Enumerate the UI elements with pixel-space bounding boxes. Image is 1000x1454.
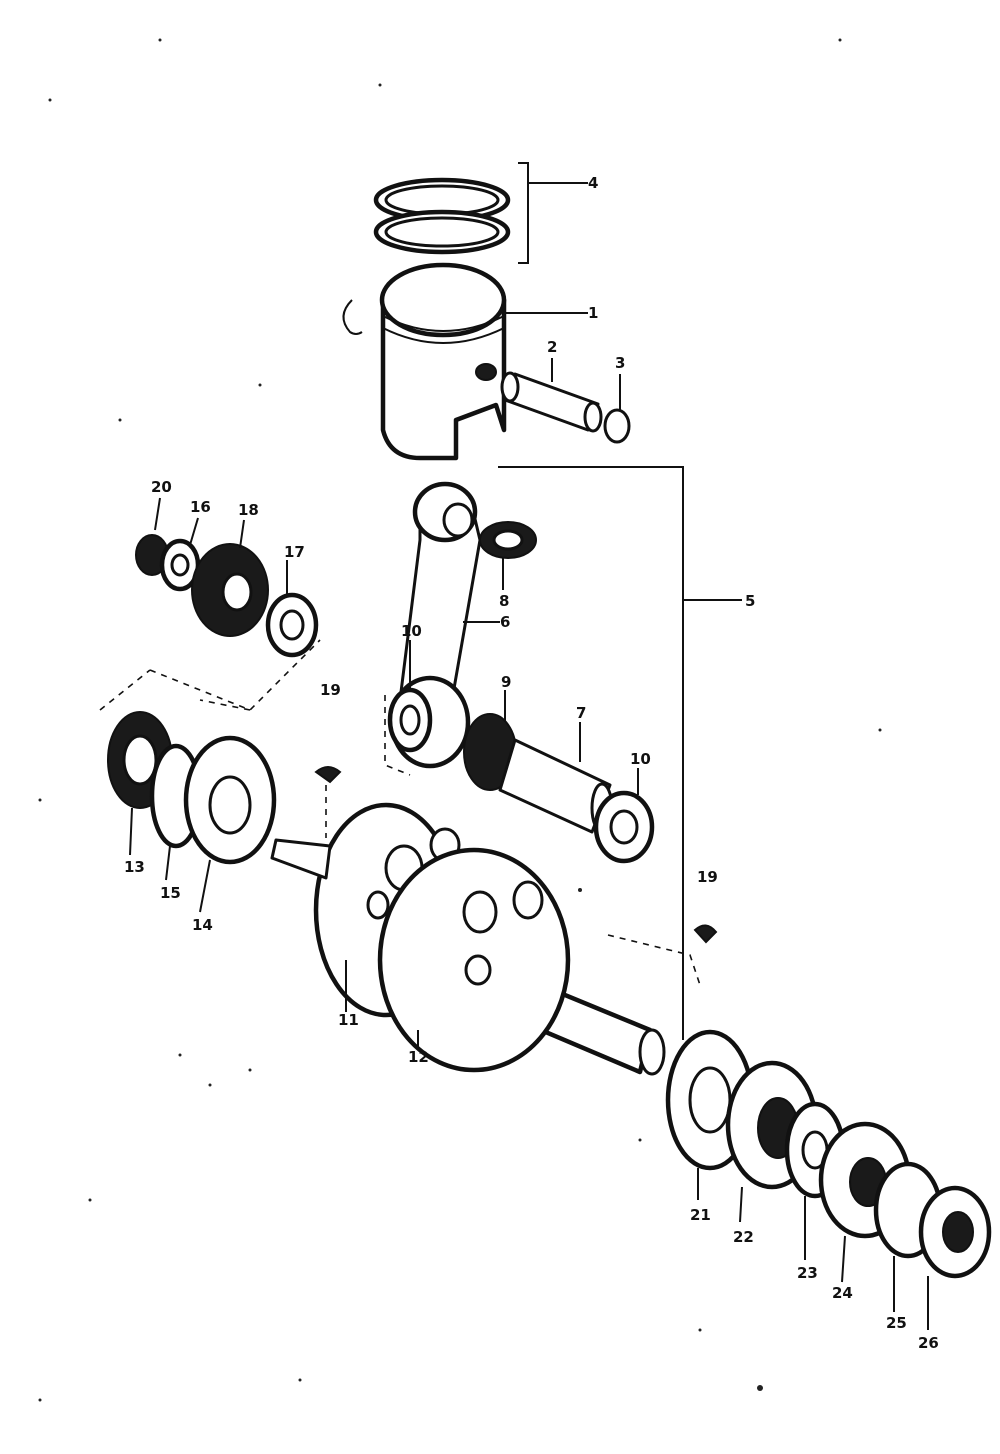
callout-10b: 10 (630, 750, 651, 768)
callout-21: 21 (690, 1206, 711, 1224)
callout-14: 14 (192, 916, 213, 934)
thrust-washer-right (593, 768, 655, 864)
piston-pin (500, 358, 631, 444)
assembly-bracket (498, 466, 742, 1040)
callout-22: 22 (733, 1228, 754, 1246)
callout-20: 20 (151, 478, 172, 496)
callout-4: 4 (588, 174, 598, 192)
callout-16: 16 (190, 498, 211, 516)
callout-19a: 19 (320, 681, 341, 699)
piston (342, 262, 588, 461)
callout-18: 18 (238, 501, 259, 519)
callout-7: 7 (576, 704, 586, 722)
callout-26: 26 (918, 1334, 939, 1352)
primary-gear-group (135, 534, 319, 658)
big-end-bearing (463, 690, 517, 791)
small-end-bearing (479, 521, 537, 590)
callout-19b: 19 (697, 868, 718, 886)
assembly-dashline (384, 695, 411, 776)
callout-23: 23 (797, 1264, 818, 1282)
callout-24: 24 (832, 1284, 853, 1302)
thrust-washer-left (387, 640, 433, 753)
right-bearing-stack (665, 1029, 992, 1279)
callout-17: 17 (284, 543, 305, 561)
callout-1: 1 (588, 304, 598, 322)
callout-13: 13 (124, 858, 145, 876)
callout-10a: 10 (401, 622, 422, 640)
woodruff-key-right (607, 924, 718, 986)
callout-labels: 1 2 3 4 5 6 7 8 9 10 10 11 12 13 15 14 1… (124, 174, 939, 1352)
callout-11: 11 (338, 1011, 359, 1029)
callout-6: 6 (500, 613, 510, 631)
callout-12: 12 (408, 1048, 429, 1066)
callout-5: 5 (745, 592, 755, 610)
crank-web-right (377, 847, 666, 1076)
callout-leaders (129, 497, 929, 1330)
callout-15: 15 (160, 884, 181, 902)
left-main-bearing-group (99, 639, 321, 865)
piston-rings (373, 162, 588, 264)
woodruff-key-left (314, 766, 342, 838)
callout-3: 3 (615, 354, 625, 372)
callout-2: 2 (547, 338, 557, 356)
crank-pin (498, 722, 614, 834)
crankshaft-left-stub (270, 838, 332, 880)
scan-noise (38, 38, 882, 1402)
callout-25: 25 (886, 1314, 907, 1332)
callout-9: 9 (501, 673, 511, 691)
callout-8: 8 (499, 592, 509, 610)
